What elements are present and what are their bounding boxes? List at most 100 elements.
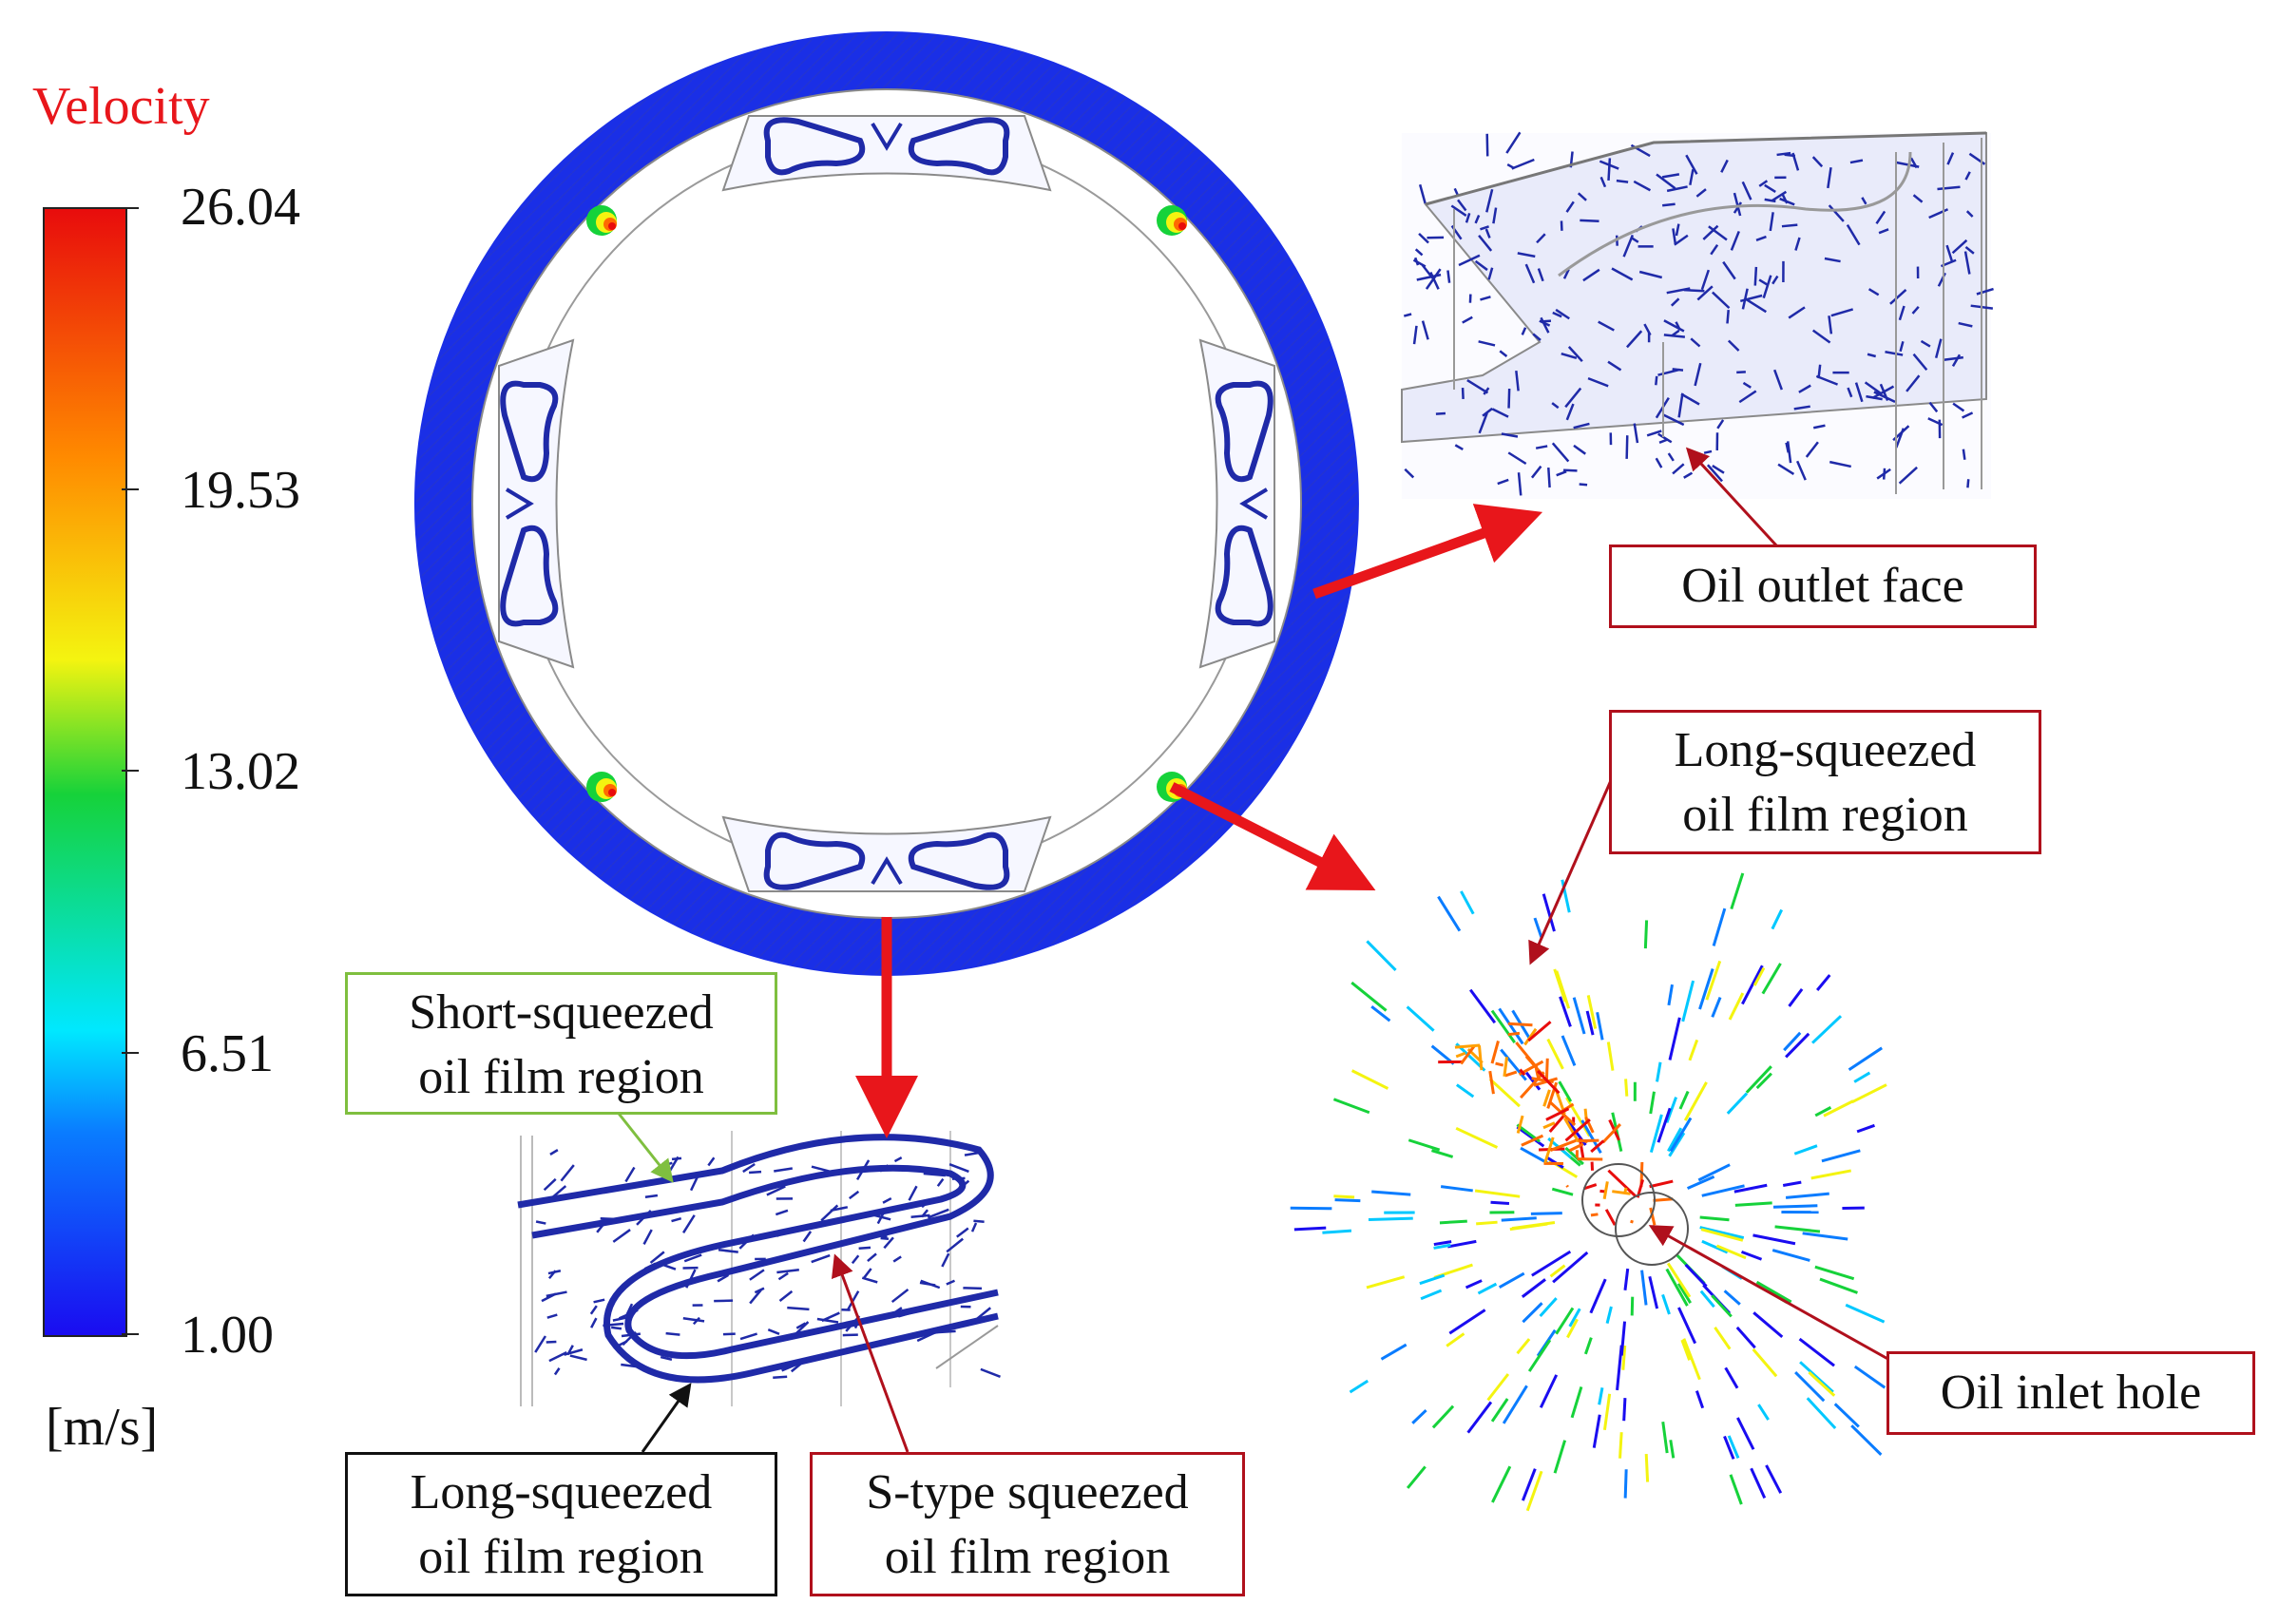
inlet-vector	[1349, 1379, 1369, 1394]
outlet-vector	[1542, 319, 1552, 323]
inlet-vector	[1586, 995, 1598, 1029]
inlet-vector	[1850, 1424, 1883, 1456]
s-vector	[960, 1179, 970, 1189]
s-vector	[897, 1309, 918, 1318]
outlet-vector	[1454, 444, 1464, 451]
outlet-vector	[1811, 156, 1824, 168]
inlet-vector	[1570, 1385, 1583, 1419]
outlet-vector	[1958, 321, 1973, 328]
inlet-vector	[1752, 1311, 1784, 1339]
inlet-vector	[1684, 1263, 1708, 1288]
outlet-vector	[1521, 327, 1527, 335]
inlet-vector	[1368, 1216, 1413, 1222]
outlet-vector	[1928, 401, 1939, 413]
inlet-vector	[1640, 1270, 1648, 1306]
outlet-vector	[1418, 183, 1427, 204]
pad-vectors	[871, 856, 903, 886]
s-vector	[624, 1166, 636, 1183]
inlet-vector	[1611, 1112, 1623, 1152]
inlet-vector-hot	[1590, 1213, 1599, 1217]
outlet-vector	[1847, 387, 1853, 398]
inlet-vector	[1420, 1289, 1443, 1301]
hotspot-red	[608, 222, 616, 230]
inlet-vector	[1697, 1163, 1731, 1182]
outlet-vector	[1861, 197, 1867, 205]
inlet-vector	[1520, 1146, 1549, 1165]
inlet-vector-hot	[1607, 1169, 1637, 1197]
outlet-vector	[1739, 294, 1763, 303]
s-vector	[920, 1279, 941, 1290]
s-vector	[863, 1268, 872, 1279]
inlet-vector	[1592, 1414, 1601, 1448]
inlet-vector	[1542, 893, 1556, 932]
outlet-vector	[1898, 305, 1906, 321]
s-loop	[763, 117, 866, 176]
inlet-vector-hot	[1602, 1181, 1609, 1200]
legend-tick	[122, 770, 139, 772]
outlet-vector	[1418, 232, 1429, 244]
inlet-vector-hot	[1504, 1070, 1518, 1078]
inlet-vector	[1439, 1219, 1467, 1225]
s-vector	[593, 1298, 605, 1304]
inlet-vector	[1848, 1046, 1883, 1071]
legend-tick	[122, 1333, 139, 1335]
outlet-vector	[1646, 430, 1662, 437]
inlet-vector-hot	[1515, 1041, 1539, 1069]
inlet-vector	[1799, 1361, 1834, 1393]
s-vector	[951, 1176, 966, 1180]
inlet-vector	[1465, 1279, 1483, 1290]
outlet-vector	[1672, 463, 1685, 475]
inlet-vector-hot	[1653, 1197, 1674, 1202]
outlet-vector	[1945, 244, 1954, 262]
outlet-vector	[1507, 451, 1527, 466]
inlet-vector	[1667, 1127, 1683, 1153]
outlet-vector	[1666, 287, 1691, 295]
inlet-vector	[1785, 1032, 1810, 1059]
outlet-vector	[1895, 161, 1920, 168]
outlet-vector	[1551, 442, 1570, 463]
inlet-vector	[1622, 1398, 1627, 1422]
s-vector	[946, 1279, 955, 1286]
s-vector	[546, 1340, 557, 1344]
outlet-vector	[1708, 225, 1728, 241]
inlet-vector	[1705, 960, 1722, 1001]
outlet-vector	[1547, 467, 1551, 488]
outlet-vector	[1658, 438, 1669, 444]
s-vector	[891, 1288, 910, 1304]
s-vector	[883, 1236, 894, 1250]
s-vector	[811, 1253, 831, 1264]
outlet-vector	[1561, 352, 1578, 360]
inlet-vector	[1589, 1278, 1607, 1314]
s-vector	[816, 1317, 839, 1324]
callout-long-squeezed-top: Long-squeezed oil film region	[1609, 710, 2041, 854]
outlet-vector	[1425, 268, 1442, 290]
outlet-vector	[1730, 230, 1740, 251]
inlet-vector	[1555, 1307, 1575, 1335]
inlet-vector	[1853, 1071, 1871, 1083]
inlet-vector	[1406, 1465, 1427, 1489]
outlet-vector	[1727, 339, 1740, 352]
inlet-vector	[1466, 1401, 1493, 1434]
outlet-vector	[1706, 464, 1723, 483]
inlet-vector-hot	[1548, 1113, 1567, 1133]
s-vector	[589, 1305, 598, 1315]
s-vector	[921, 1199, 930, 1209]
callout-oil-inlet-hole: Oil inlet hole	[1886, 1351, 2255, 1435]
legend-tick	[122, 1052, 139, 1054]
inlet-vector	[1501, 1216, 1537, 1222]
outlet-vector	[1462, 315, 1473, 324]
inlet-vector	[1802, 1232, 1848, 1241]
outlet-vector	[1962, 411, 1974, 419]
outlet-vector	[1598, 320, 1615, 332]
inlet-vector	[1683, 1081, 1708, 1121]
outlet-vector	[1889, 289, 1907, 305]
inlet-vector	[1819, 1277, 1858, 1294]
outlet-vector	[1564, 387, 1582, 409]
inlet-vector	[1724, 1366, 1739, 1389]
inlet-vector	[1618, 1432, 1623, 1459]
s-channel	[517, 1134, 999, 1360]
inlet-vector	[1712, 908, 1727, 946]
inlet-vector	[1583, 1337, 1593, 1355]
inlet-vector	[1525, 1470, 1543, 1512]
